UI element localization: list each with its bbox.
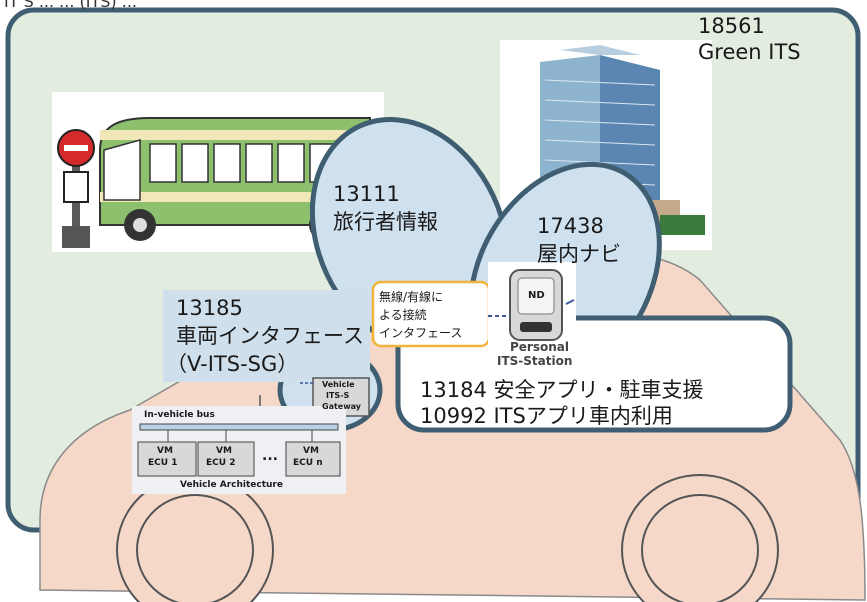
ecu1-top: VM: [157, 446, 173, 456]
traveler-info-title: 旅行者情報: [333, 210, 438, 234]
ecu1-bottom: ECU 1: [148, 458, 178, 468]
vehicle-interface-sub: （V-ITS-SG）: [166, 352, 299, 376]
ecu-ellipsis: ...: [262, 448, 278, 464]
vehicle-interface-number: 13185: [176, 296, 243, 320]
indoor-navi-number: 17438: [537, 214, 604, 238]
vehicle-architecture-panel: [132, 406, 346, 494]
gateway-line2: ITS-S: [326, 391, 350, 400]
bus-stop-illustration: [52, 92, 384, 252]
rear-wheel: [621, 474, 779, 602]
vehicle-interface-box: [163, 290, 370, 382]
gateway-line3: Gateway: [322, 402, 361, 411]
top-cutoff-text: IT S ... ... (ITS) ...: [4, 0, 137, 11]
ecu2-bottom: ECU 2: [206, 458, 236, 468]
traveler-info-number: 13111: [333, 182, 400, 206]
green-its-title: Green ITS: [698, 40, 801, 64]
apps-line1: 13184 安全アプリ・駐車支援: [420, 378, 704, 402]
vehicle-interface-title: 車両インタフェース: [176, 324, 364, 348]
personal-station-line1: Personal: [510, 340, 569, 354]
ecu2-top: VM: [216, 446, 232, 456]
connection-line3: インタフェース: [379, 326, 463, 340]
ecun-top: VM: [303, 446, 319, 456]
personal-station-badge: ND: [528, 290, 545, 301]
personal-station-line2: ITS-Station: [497, 354, 573, 368]
front-wheel: [116, 474, 274, 602]
personal-its-station: [488, 262, 576, 370]
indoor-navi-title: 屋内ナビ: [537, 242, 621, 266]
connection-line2: よる接続: [379, 308, 427, 322]
connection-line1: 無線/有線に: [379, 290, 444, 304]
green-its-number: 18561: [698, 14, 765, 38]
ecun-bottom: ECU n: [293, 458, 323, 468]
gateway-line1: Vehicle: [322, 380, 355, 389]
apps-line2: 10992 ITSアプリ車内利用: [420, 404, 673, 428]
in-vehicle-bus-label: In-vehicle bus: [144, 410, 215, 420]
vehicle-architecture-caption: Vehicle Architecture: [180, 480, 283, 490]
